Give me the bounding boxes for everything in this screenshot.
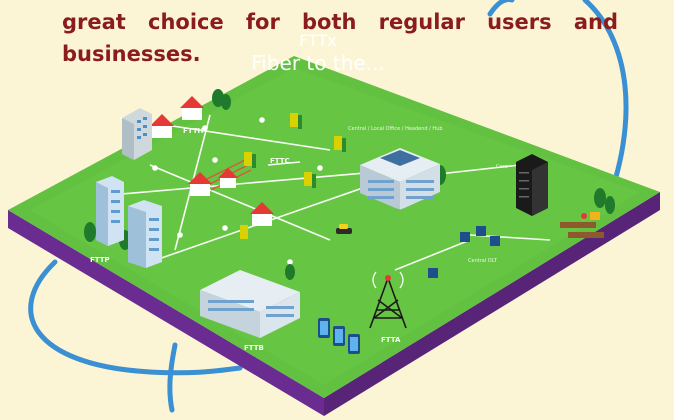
label-central-office: Central / Local Office / Headend / Hub [348,126,443,132]
core-server-rack [516,154,548,216]
diagram-subtitle: Fiber to the... [251,51,385,75]
board-side-left [8,210,324,416]
car-icon [336,224,352,234]
fiber-dots [152,117,323,265]
blue-swoosh-tail [167,342,178,413]
house-icon [218,168,238,188]
construction-site [560,212,604,238]
label-fttb: FTTB [244,344,264,352]
ftta-antenna-tower [369,277,407,329]
fttp-office-towers [96,176,162,268]
caption-line-1: great choice for both regular users and [62,6,618,38]
fttb-apartment-building [200,270,300,338]
ftth-office-building [122,108,152,160]
caption-word: for [245,10,280,34]
central-office-building [360,148,440,210]
street-cabinets [240,113,342,239]
house-icon [250,202,274,226]
caption-word: great [62,10,126,34]
caption-word: users [487,10,552,34]
house-icon [188,172,212,196]
antenna-signal-icon [385,275,391,281]
smartphone-icons [318,318,360,354]
signal-waves [372,271,404,289]
caption-line-2: businesses. [62,42,201,66]
label-central-olt: Central OLT [468,258,498,264]
label-ftta: FTTA [381,336,401,344]
blue-swoosh-bottom [28,259,243,376]
label-ftth: FTTH [183,127,203,135]
board-side-right [324,192,660,416]
blue-swoosh-top-left [487,0,515,17]
olt-splitter-boxes [428,226,500,278]
house-icon [150,114,174,138]
diagram-title: FTTx [299,31,337,50]
street-cabinet-shadows [252,115,346,188]
label-fttp: FTTP [90,256,110,264]
label-fttc: FTTC [270,157,290,165]
caption-word: both [302,10,357,34]
house-icon [180,96,204,120]
label-core: Core [496,164,508,170]
board-top-sheen [30,68,640,385]
caption-word: regular [378,10,465,34]
caption-text: great choice for both regular users and … [62,6,618,70]
caption-word: and [573,10,618,34]
caption-word: choice [148,10,224,34]
